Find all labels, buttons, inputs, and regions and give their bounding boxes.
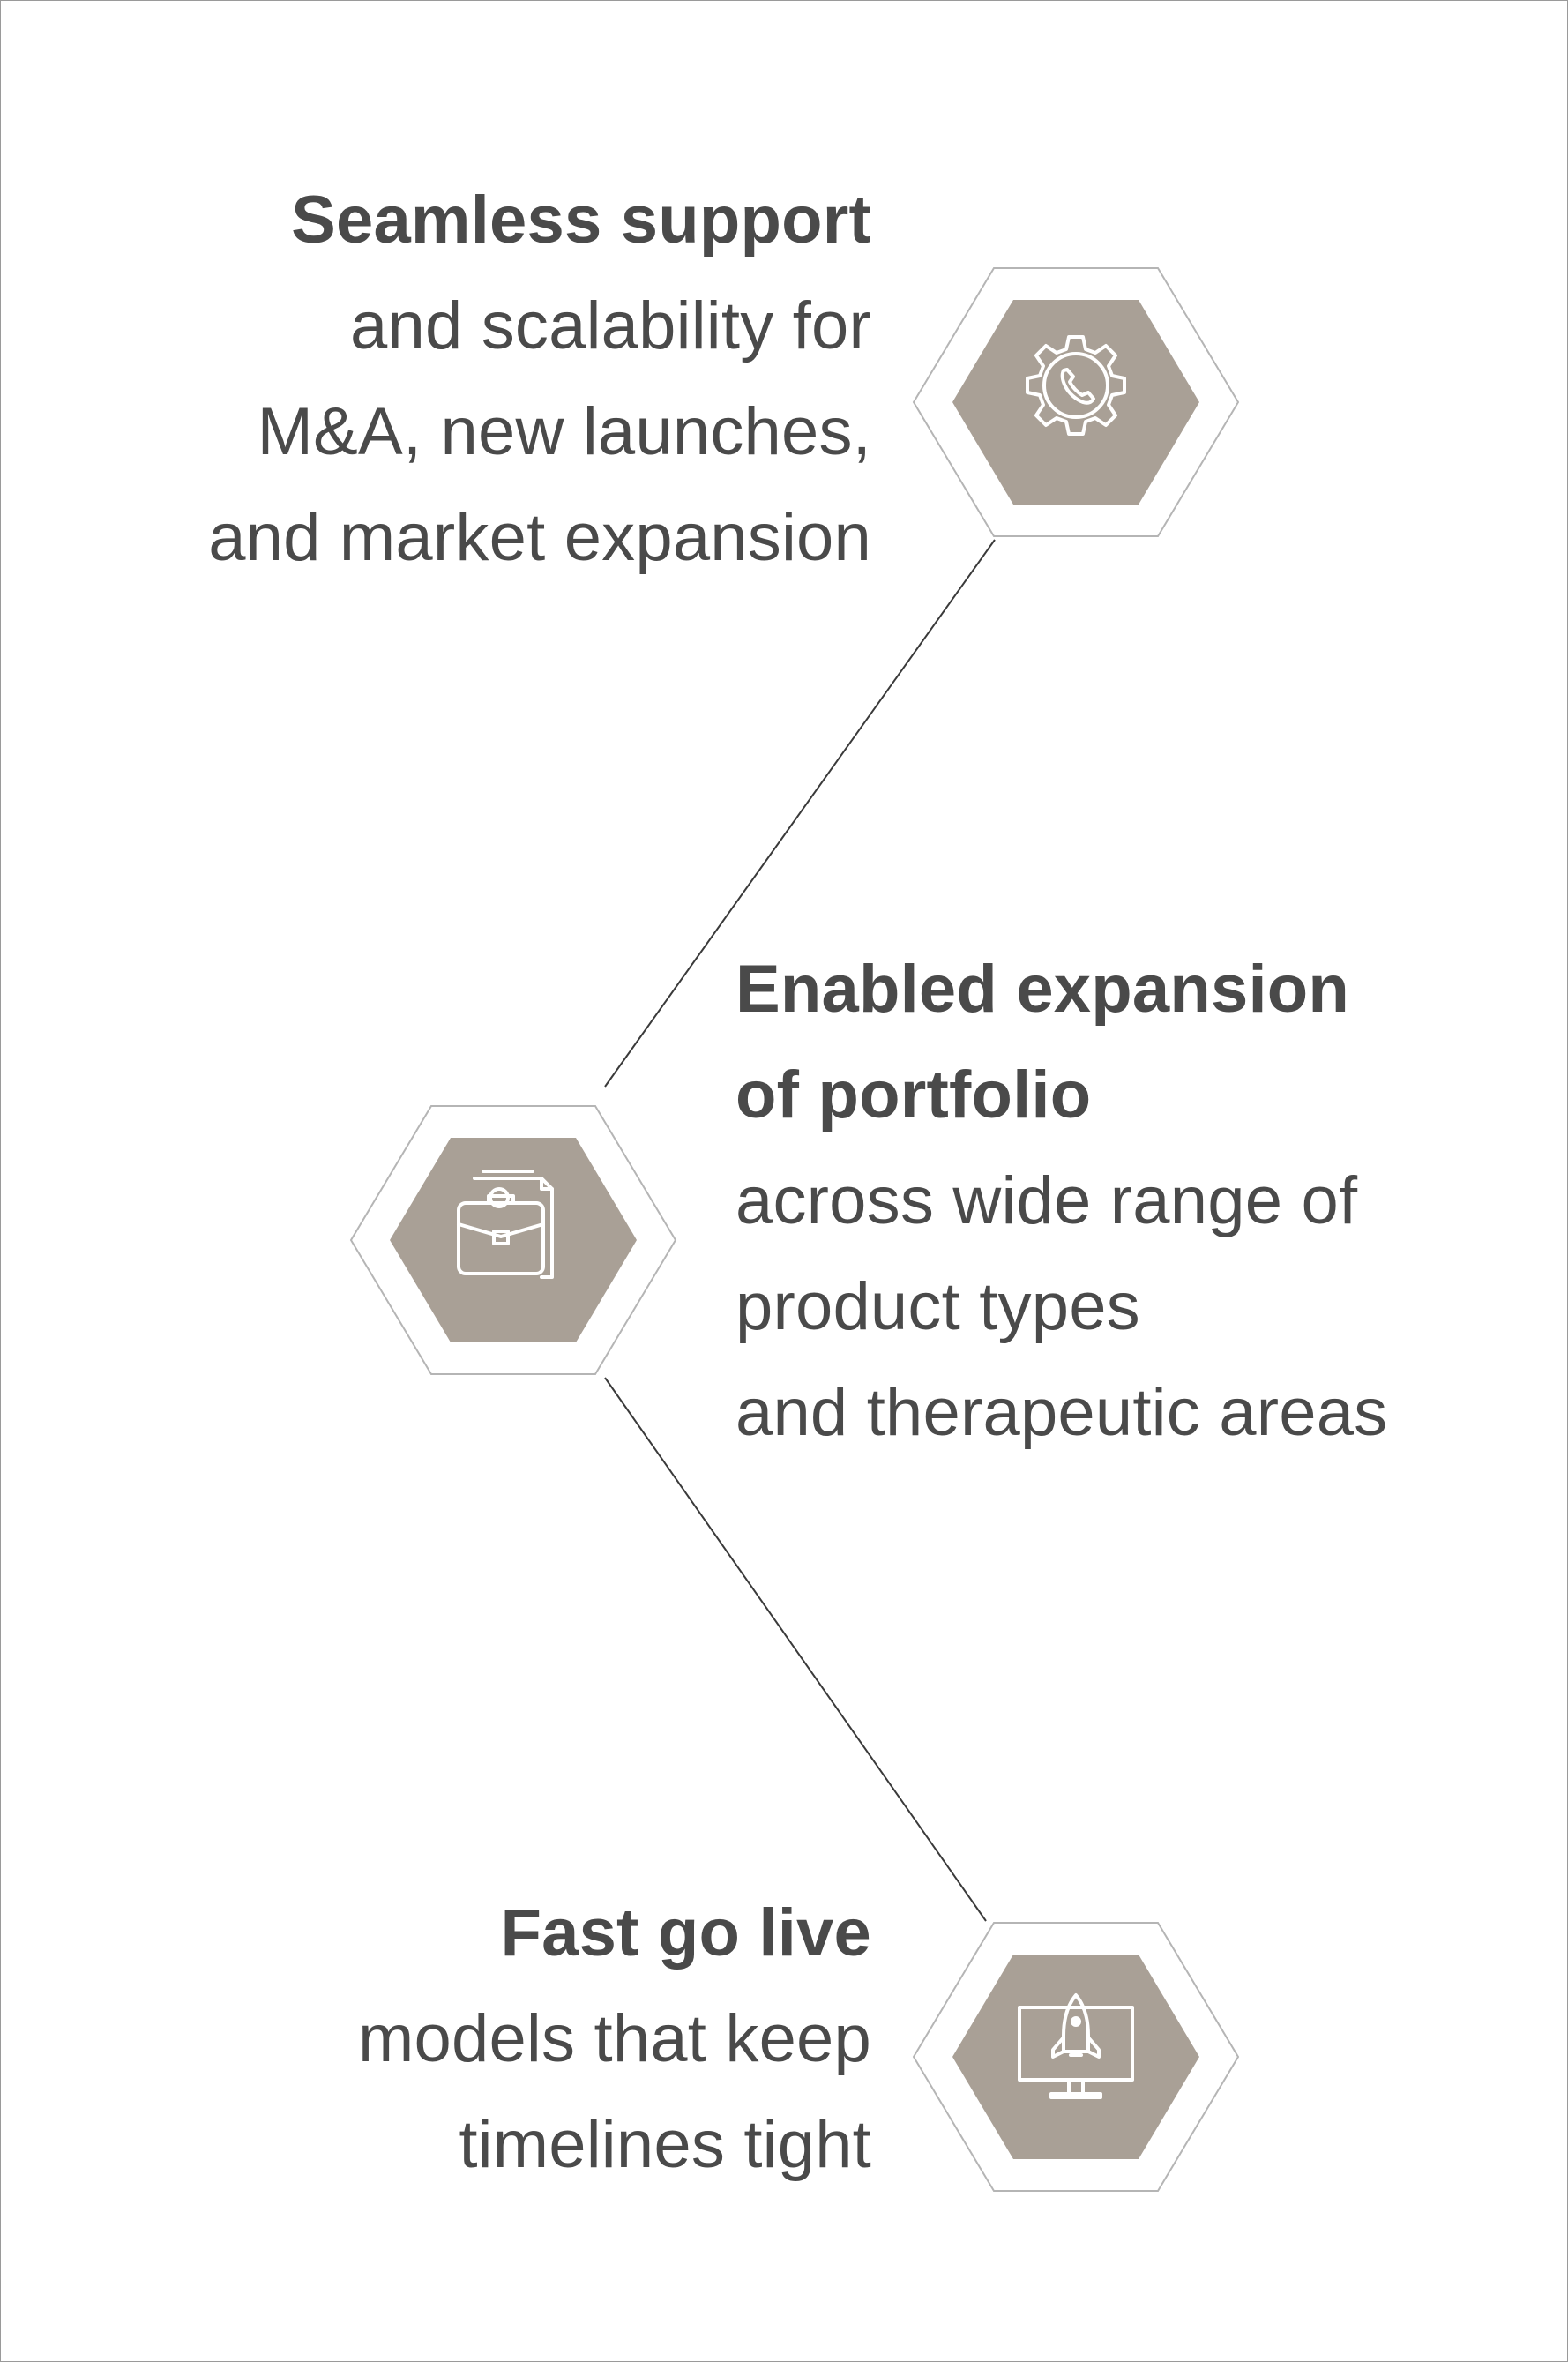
item-3-line-1: models that keep	[358, 2001, 871, 2076]
item-1-heading: Seamless support	[291, 183, 871, 258]
hexagon-3	[912, 1921, 1240, 2193]
item-2-heading-line-2: of portfolio	[735, 1058, 1092, 1132]
item-1-line-1: and scalability for	[350, 288, 871, 363]
item-3-heading: Fast go live	[500, 1895, 871, 1970]
connector-2-3	[604, 1377, 987, 1922]
monitor-rocket-icon	[1018, 1993, 1134, 2099]
item-2-heading-line-1: Enabled expansion	[735, 952, 1350, 1027]
item-2-text: Enabled expansion of portfolio across wi…	[735, 937, 1387, 1466]
briefcase-document-icon	[457, 1170, 554, 1279]
hexagon-1	[912, 266, 1240, 538]
item-2-line-1: across wide range of	[735, 1163, 1358, 1238]
item-1-line-2: M&A, new launches,	[257, 394, 871, 469]
item-3-text: Fast go live models that keep timelines …	[358, 1880, 871, 2198]
item-1-text: Seamless support and scalability for M&A…	[208, 168, 871, 591]
item-3-line-2: timelines tight	[459, 2107, 871, 2182]
connector-1-2	[604, 539, 996, 1088]
item-2-line-2: product types	[735, 1269, 1140, 1344]
gear-phone-icon	[1026, 335, 1126, 436]
hexagon-2	[349, 1104, 677, 1376]
item-1-line-3: and market expansion	[208, 500, 871, 575]
item-2-line-3: and therapeutic areas	[735, 1375, 1388, 1450]
